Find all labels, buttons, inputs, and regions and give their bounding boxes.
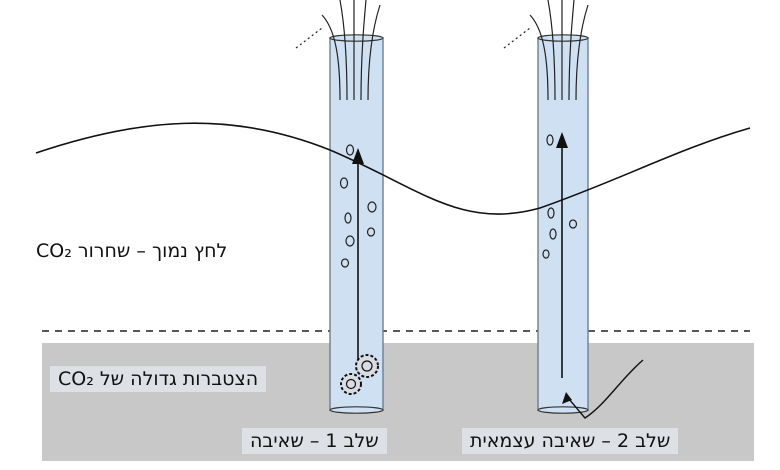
water-jet-left bbox=[295, 0, 381, 101]
bubble-icon bbox=[542, 134, 578, 259]
accumulation-label: הצטברות גדולה של CO₂ bbox=[50, 366, 267, 392]
gear-icon bbox=[340, 354, 379, 395]
arrow-up-icon bbox=[352, 148, 364, 372]
well-tube-right bbox=[537, 34, 589, 414]
stage2-label: שלב 2 – שאיבה עצמאית bbox=[462, 428, 679, 454]
arrow-up-icon bbox=[556, 132, 568, 378]
well-tube-left bbox=[329, 34, 384, 414]
pressure-release-label: לחץ נמוך – שחרור CO₂ bbox=[36, 240, 228, 262]
gear-icon bbox=[345, 360, 373, 390]
bubble-icon bbox=[339, 144, 377, 268]
curved-arrow-icon bbox=[562, 359, 644, 419]
stage1-label: שלב 1 – שאיבה bbox=[242, 428, 387, 454]
water-jet-right bbox=[503, 0, 589, 101]
water-level-wave bbox=[35, 122, 751, 215]
